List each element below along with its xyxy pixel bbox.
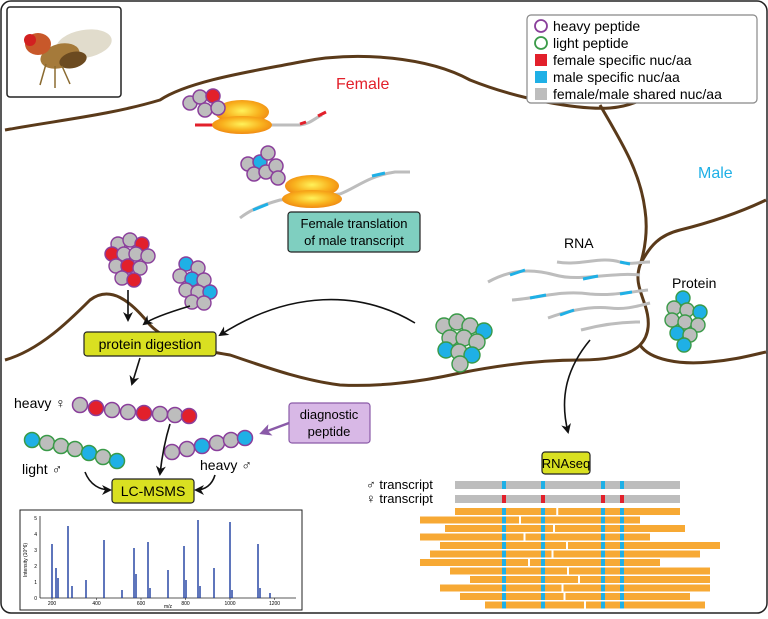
male-protein-cluster <box>664 290 708 353</box>
male-transcript-label: ♂ transcript <box>366 477 433 492</box>
legend-item: light peptide <box>534 35 629 51</box>
rnaseq-box <box>541 451 591 475</box>
female-translation-box <box>287 211 421 253</box>
legend-item: female/male shared nuc/aa <box>535 86 722 102</box>
spectrum-x-tick: 1000 <box>224 601 235 607</box>
spectrum-x-label: m/z <box>164 604 173 610</box>
spectrum-y-tick: 4 <box>34 532 37 538</box>
transcript-bars <box>455 481 680 503</box>
legend-label: heavy peptide <box>553 18 640 34</box>
heavy-male-peptide <box>163 429 254 461</box>
spectrum-y-label: Intensity (10^6) <box>23 543 29 577</box>
legend-label: male specific nuc/aa <box>553 69 680 85</box>
protein-label: Protein <box>672 275 716 291</box>
legend-square-icon <box>535 71 547 83</box>
spectrum-x-tick: 1200 <box>269 601 280 607</box>
spectrum-x-tick: 800 <box>181 601 190 607</box>
light-protein-cluster-female <box>435 313 493 373</box>
heavy-male-label: heavy ♂ <box>200 457 252 473</box>
spectrum-y-tick: 2 <box>34 564 37 570</box>
rna-strands <box>487 258 651 332</box>
legend-item: female specific nuc/aa <box>535 52 692 68</box>
female-translation-line1: Female translation <box>301 216 408 231</box>
legend-item: heavy peptide <box>534 18 640 34</box>
rna-label: RNA <box>564 235 594 251</box>
rnaseq-read <box>445 525 685 532</box>
rnaseq-read <box>420 516 640 524</box>
light-male-label: light ♂ <box>22 461 62 477</box>
rnaseq-read <box>440 584 710 592</box>
lcmsms-box <box>111 478 195 504</box>
spectrum-y-tick: 1 <box>34 580 37 586</box>
protein-digestion-box <box>83 331 217 357</box>
legend-square-icon <box>535 54 547 66</box>
female-protein-cluster <box>104 232 156 288</box>
light-male-peptide <box>23 431 126 470</box>
male-transcript-translation-group: Female translation of male transcript <box>239 145 421 253</box>
spectrum-x-tick: 200 <box>48 601 57 607</box>
mass-spectrum: 200 400 600 800 1000 1200 0 1 2 3 4 5 m/z Intensit… <box>19 509 303 611</box>
fly-photo <box>6 6 122 98</box>
legend-circle-icon <box>534 36 548 50</box>
rnaseq-read <box>420 533 650 541</box>
diagnostic-line1: diagnostic <box>300 407 359 422</box>
spectrum-x-tick: 600 <box>137 601 146 607</box>
lcmsms-label: LC-MSMS <box>121 483 186 499</box>
heavy-female-label: heavy ♀ <box>14 395 66 411</box>
legend-circle-icon <box>534 19 548 33</box>
rnaseq-read <box>470 576 710 583</box>
female-ribosome-group <box>182 88 327 134</box>
male-label: Male <box>698 165 733 182</box>
spectrum-y-tick: 5 <box>34 516 37 522</box>
rnaseq-read <box>450 567 710 575</box>
spectrum-x-tick: 400 <box>92 601 101 607</box>
spectrum-y-tick: 0 <box>34 596 37 602</box>
rnaseq-read <box>440 542 720 549</box>
heavy-female-peptide <box>71 396 198 425</box>
male-protein-in-female-cluster <box>172 256 218 311</box>
legend-label: female specific nuc/aa <box>553 52 692 68</box>
rnaseq-read <box>460 593 690 600</box>
rnaseq-reads <box>420 508 720 609</box>
female-label: Female <box>336 76 389 93</box>
legend-item: male specific nuc/aa <box>535 69 680 85</box>
rnaseq-read <box>430 550 700 558</box>
female-transcript-label: ♀ transcript <box>366 491 433 506</box>
spectrum-y-tick: 3 <box>34 548 37 554</box>
rnaseq-read <box>455 508 680 515</box>
legend-square-icon <box>535 88 547 100</box>
female-translation-line2: of male transcript <box>304 233 404 248</box>
rnaseq-read <box>485 601 705 609</box>
legend-label: light peptide <box>553 35 629 51</box>
legend-label: female/male shared nuc/aa <box>553 86 722 102</box>
protein-digestion-label: protein digestion <box>99 336 202 352</box>
rnaseq-read <box>420 559 660 566</box>
rnaseq-label: RNAseq <box>542 456 590 471</box>
diagnostic-line2: peptide <box>308 424 351 439</box>
